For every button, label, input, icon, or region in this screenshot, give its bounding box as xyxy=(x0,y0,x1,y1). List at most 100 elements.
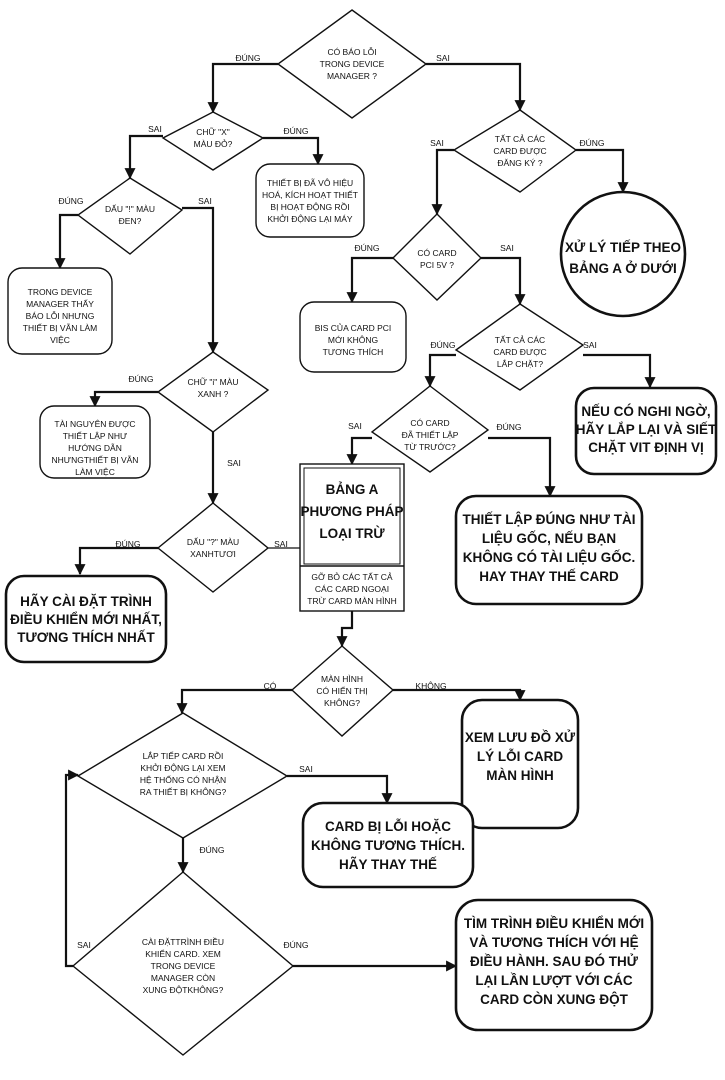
label-yes: ĐÚNG xyxy=(579,138,604,148)
svg-text:TRONG DEVICE: TRONG DEVICE xyxy=(320,59,385,69)
svg-text:LẠI LẦN LƯỢT VỚI CÁC: LẠI LẦN LƯỢT VỚI CÁC xyxy=(475,973,632,988)
svg-text:LẮP TIẾP CARD RỒI: LẮP TIẾP CARD RỒI xyxy=(143,750,224,761)
svg-text:MÀN HÌNH: MÀN HÌNH xyxy=(486,768,554,783)
svg-text:VIỆC: VIỆC xyxy=(50,335,70,345)
svg-text:ĐĂNG KÝ ?: ĐĂNG KÝ ? xyxy=(497,158,543,168)
label-no: SAI xyxy=(274,539,288,549)
svg-text:CÓ HIỂN THỊ: CÓ HIỂN THỊ xyxy=(316,685,367,696)
svg-text:TRONG DEVICE: TRONG DEVICE xyxy=(28,287,93,297)
svg-text:MANAGER CÒN: MANAGER CÒN xyxy=(151,973,215,983)
svg-text:MANAGER ?: MANAGER ? xyxy=(327,71,377,81)
svg-text:TRONG DEVICE: TRONG DEVICE xyxy=(151,961,216,971)
label-no: SAI xyxy=(77,940,91,950)
decision-red-x: CHỮ "X" MÀU ĐỎ? xyxy=(161,111,265,171)
result-video-flow: XEM LƯU ĐỒ XỬ LÝ LỖI CARD MÀN HÌNH xyxy=(460,698,580,830)
svg-text:XEM LƯU ĐỒ XỬ: XEM LƯU ĐỒ XỬ xyxy=(465,730,576,745)
label-co: CÓ xyxy=(264,681,277,691)
svg-text:VÀ TƯƠNG THÍCH VỚI HỆ: VÀ TƯƠNG THÍCH VỚI HỆ xyxy=(469,935,638,950)
branch-labels: ĐÚNG SAI SAI ĐÚNG ĐÚNG SAI ĐÚNG SAI ĐÚNG… xyxy=(58,53,604,950)
svg-text:ĐÃ THIẾT LẬP: ĐÃ THIẾT LẬP xyxy=(402,430,459,440)
label-yes: ĐÚNG xyxy=(430,340,455,350)
svg-text:TẤT CẢ CÁC: TẤT CẢ CÁC xyxy=(495,133,545,144)
svg-text:BẢNG A Ở DƯỚI: BẢNG A Ở DƯỚI xyxy=(569,261,676,276)
result-resources: TÀI NGUYÊN ĐƯỢC THIẾT LẬP NHƯ HƯỚNG DẪN … xyxy=(39,405,151,479)
svg-text:LOẠI TRỪ: LOẠI TRỪ xyxy=(319,526,385,541)
svg-text:HÃY CÀI ĐẶT TRÌNH: HÃY CÀI ĐẶT TRÌNH xyxy=(20,594,152,609)
svg-text:DẤU "!" MÀU: DẤU "!" MÀU xyxy=(105,204,155,214)
label-yes: ĐÚNG xyxy=(235,53,260,63)
label-yes: ĐÚNG xyxy=(199,845,224,855)
svg-text:CARD BỊ LỖI HOẶC: CARD BỊ LỖI HOẶC xyxy=(325,819,451,834)
decision-display: MÀN HÌNH CÓ HIỂN THỊ KHÔNG? xyxy=(290,645,395,737)
svg-text:LÀM VIỆC: LÀM VIỆC xyxy=(75,467,115,477)
table-a-title: BẢNG A xyxy=(326,482,379,497)
result-find-driver: TÌM TRÌNH ĐIỀU KHIỂN MỚI VÀ TƯƠNG THÍCH … xyxy=(454,898,654,1032)
label-khong: KHÔNG xyxy=(415,681,446,691)
label-yes: ĐÚNG xyxy=(128,374,153,384)
svg-text:KHÔNG CÓ TÀI LIỆU GỐC.: KHÔNG CÓ TÀI LIỆU GỐC. xyxy=(463,550,636,565)
svg-text:BÁO LỖI NHƯNG: BÁO LỖI NHƯNG xyxy=(26,310,95,321)
svg-text:NẾU CÓ NGHI NGỜ,: NẾU CÓ NGHI NGỜ, xyxy=(581,404,710,419)
table-a-elimination: BẢNG A PHƯƠNG PHÁP LOẠI TRỪ GỠ BỎ CÁC TẤ… xyxy=(299,463,405,612)
svg-text:THIẾT LẬP ĐÚNG NHƯ TÀI: THIẾT LẬP ĐÚNG NHƯ TÀI xyxy=(463,512,636,527)
svg-text:LẮP CHẶT?: LẮP CHẶT? xyxy=(497,359,543,369)
label-yes: ĐÚNG xyxy=(354,243,379,253)
result-install-driver: HÃY CÀI ĐẶT TRÌNH ĐIỀU KHIỂN MỚI NHẤT, T… xyxy=(4,574,168,664)
label-yes: ĐÚNG xyxy=(115,539,140,549)
result-setup-docs: THIẾT LẬP ĐÚNG NHƯ TÀI LIỆU GỐC, NẾU BẠN… xyxy=(454,494,644,606)
svg-text:CHỮ "X": CHỮ "X" xyxy=(196,127,230,137)
label-yes: ĐÚNG xyxy=(496,422,521,432)
svg-text:LIỆU GỐC, NẾU BẠN: LIỆU GỐC, NẾU BẠN xyxy=(482,531,616,546)
svg-text:KHỞI ĐỘNG LẠI MÁY: KHỞI ĐỘNG LẠI MÁY xyxy=(267,213,353,224)
decision-install-card: LẮP TIẾP CARD RỒI KHỞI ĐỘNG LẠI XEM HỆ T… xyxy=(76,712,289,839)
svg-text:THIẾT BỊ VẪN LÀM: THIẾT BỊ VẪN LÀM xyxy=(23,322,97,333)
svg-text:HOÁ, KÍCH HOẠT THIẾT: HOÁ, KÍCH HOẠT THIẾT xyxy=(262,190,358,200)
svg-text:KHÔNG TƯƠNG THÍCH.: KHÔNG TƯƠNG THÍCH. xyxy=(311,838,465,853)
svg-text:RA THIẾT BỊ KHÔNG?: RA THIẾT BỊ KHÔNG? xyxy=(140,787,227,797)
svg-text:NHƯNGTHIẾT BỊ VẪN: NHƯNGTHIẾT BỊ VẪN xyxy=(52,454,139,465)
svg-text:CÁC CARD NGOẠI: CÁC CARD NGOẠI xyxy=(315,584,389,594)
result-process-table-a: XỬ LÝ TIẾP THEO BẢNG A Ở DƯỚI xyxy=(559,190,687,318)
result-still-works: TRONG DEVICE MANAGER THẤY BÁO LỖI NHƯNG … xyxy=(7,267,113,355)
svg-text:PCI 5V ?: PCI 5V ? xyxy=(420,260,454,270)
connectors xyxy=(54,62,656,972)
label-no: SAI xyxy=(430,138,444,148)
svg-text:CARD ĐƯỢC: CARD ĐƯỢC xyxy=(493,146,546,156)
decision-black-mark: DẤU "!" MÀU ĐEN? xyxy=(76,177,184,255)
svg-text:XUNG ĐỘTKHÔNG?: XUNG ĐỘTKHÔNG? xyxy=(143,985,224,995)
svg-text:KHÔNG?: KHÔNG? xyxy=(324,698,360,708)
decision-seated: TẤT CẢ CÁC CARD ĐƯỢC LẮP CHẶT? xyxy=(454,303,585,391)
svg-text:THIẾT LẬP NHƯ: THIẾT LẬP NHƯ xyxy=(63,431,128,441)
table-a-body: GỠ BỎ CÁC TẤT CẢ xyxy=(311,571,392,582)
svg-text:CÓ BÁO LỖI: CÓ BÁO LỖI xyxy=(327,46,376,57)
label-no: SAI xyxy=(500,243,514,253)
decision-all-registered: TẤT CẢ CÁC CARD ĐƯỢC ĐĂNG KÝ ? xyxy=(452,109,578,193)
svg-text:XANH ?: XANH ? xyxy=(198,389,229,399)
svg-text:TÌM TRÌNH ĐIỀU KHIỂN MỚI: TÌM TRÌNH ĐIỀU KHIỂN MỚI xyxy=(464,916,644,931)
decision-blue-i: CHỮ "i" MÀU XANH ? xyxy=(156,351,270,433)
decision-green-q: DẤU "?" MÀU XANHTƯƠI xyxy=(156,502,270,593)
label-no: SAI xyxy=(583,340,597,350)
svg-text:TỪ TRƯỚC?: TỪ TRƯỚC? xyxy=(404,442,456,452)
label-yes: ĐÚNG xyxy=(283,940,308,950)
svg-text:BỊ HOẠT ĐỘNG RỒI: BỊ HOẠT ĐỘNG RỒI xyxy=(270,201,349,212)
svg-text:HÃY THAY THẾ: HÃY THAY THẾ xyxy=(339,857,437,872)
label-no: SAI xyxy=(436,53,450,63)
label-yes: ĐÚNG xyxy=(58,196,83,206)
svg-text:ĐIỀU HÀNH. SAU ĐÓ THỬ: ĐIỀU HÀNH. SAU ĐÓ THỬ xyxy=(470,954,639,969)
svg-text:BIS CỦA CARD PCI: BIS CỦA CARD PCI xyxy=(315,322,392,333)
svg-text:CARD CÒN XUNG ĐỘT: CARD CÒN XUNG ĐỘT xyxy=(480,992,629,1007)
result-bios: BIS CỦA CARD PCI MỚI KHÔNG TƯƠNG THÍCH xyxy=(299,301,407,373)
svg-text:TƯƠNG THÍCH: TƯƠNG THÍCH xyxy=(323,347,384,357)
label-no: SAI xyxy=(198,196,212,206)
svg-text:CÀI ĐẶTTRÌNH ĐIỀU: CÀI ĐẶTTRÌNH ĐIỀU xyxy=(142,937,224,947)
svg-text:ĐEN?: ĐEN? xyxy=(119,216,142,226)
svg-text:CHẶT VIT ĐỊNH VỊ: CHẶT VIT ĐỊNH VỊ xyxy=(588,440,704,455)
svg-text:ĐIỀU KHIỂN MỚI NHẤT,: ĐIỀU KHIỂN MỚI NHẤT, xyxy=(10,612,162,627)
svg-text:TRỪ CARD MÀN HÌNH: TRỪ CARD MÀN HÌNH xyxy=(307,596,396,606)
svg-text:HÃY LẮP LẠI VÀ SIẾT: HÃY LẮP LẠI VÀ SIẾT xyxy=(576,422,717,437)
label-yes: ĐÚNG xyxy=(283,126,308,136)
result-card-faulty: CARD BỊ LỖI HOẶC KHÔNG TƯƠNG THÍCH. HÃY … xyxy=(301,801,475,889)
svg-text:HỆ THỐNG CÓ NHẬN: HỆ THỐNG CÓ NHẬN xyxy=(140,774,226,785)
